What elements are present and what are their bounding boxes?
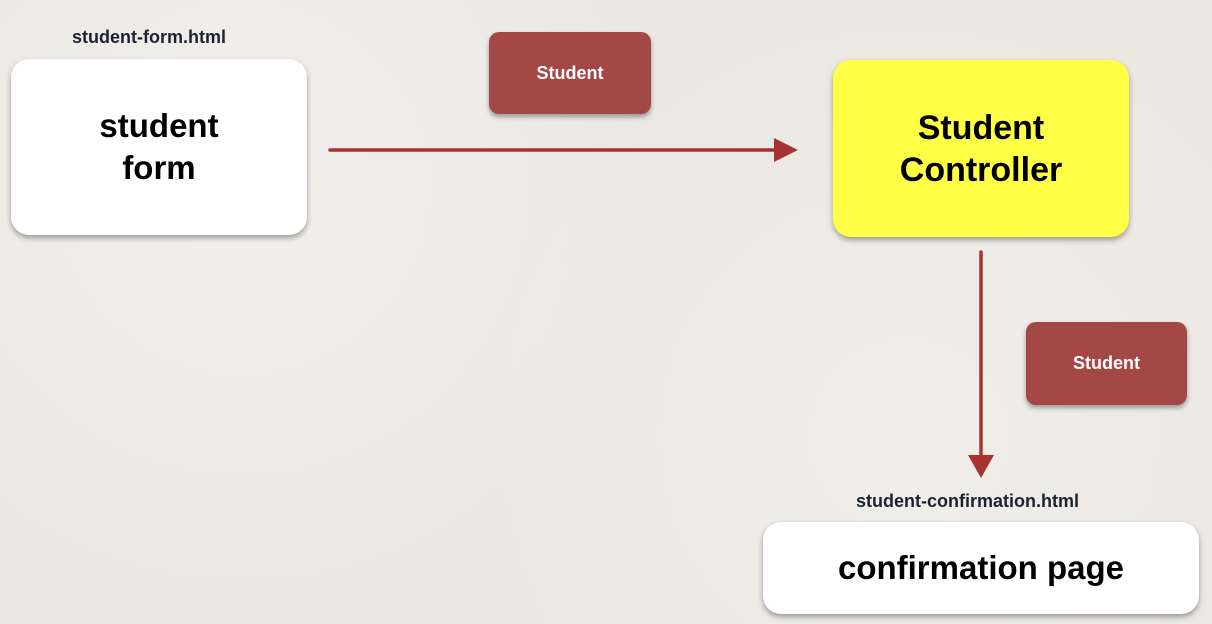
arrow-form-to-controller	[328, 138, 798, 162]
student-tag-right: Student	[1026, 322, 1187, 405]
confirmation-page-text: confirmation page	[837, 549, 1125, 586]
confirmation-file-label: student-confirmation.html	[856, 491, 1079, 511]
student-controller-text: Student Controller	[899, 108, 1063, 189]
confirmation-page-box: confirmation page	[763, 522, 1199, 614]
student-form-box: student form	[11, 59, 307, 235]
student-form-text: student form	[99, 107, 219, 186]
form-file-label: student-form.html	[72, 27, 226, 47]
student-tag-top: Student	[489, 32, 651, 114]
student-controller-box: Student Controller	[833, 60, 1129, 237]
arrow-controller-to-confirmation	[968, 250, 994, 478]
